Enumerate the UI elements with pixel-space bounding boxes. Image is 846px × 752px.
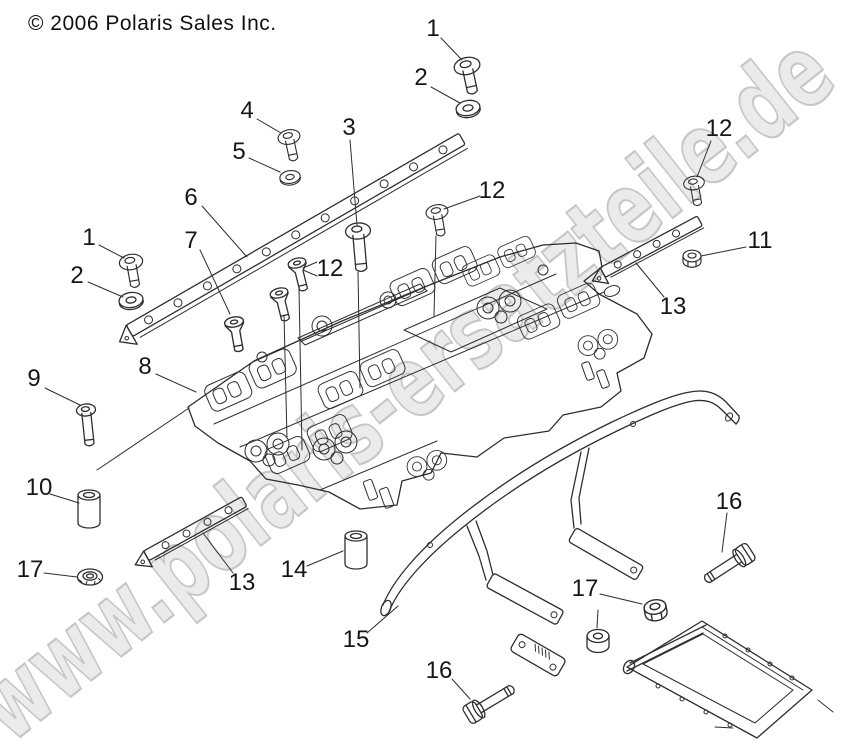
screw-12-b	[268, 285, 296, 324]
callout-9: 9	[27, 365, 41, 392]
spacer-14	[344, 530, 368, 570]
callout-1-left: 1	[82, 224, 96, 251]
bolt-1-left	[117, 251, 148, 290]
callout-7: 7	[184, 227, 198, 254]
copyright-text: © 2006 Polaris Sales Inc.	[28, 12, 277, 35]
callout-16-bottom: 16	[425, 657, 453, 684]
projection-lines	[96, 235, 437, 471]
spacer-10	[77, 489, 101, 529]
screw-7	[223, 314, 250, 354]
callout-12-left: 12	[316, 255, 344, 282]
callout-5: 5	[232, 138, 246, 165]
callout-2-top: 2	[414, 64, 428, 91]
callout-13-right: 13	[659, 293, 687, 320]
washer-5	[278, 168, 302, 187]
callout-2-left: 2	[70, 262, 84, 289]
washer-2-top	[454, 97, 483, 121]
bolt-1-top	[451, 54, 487, 98]
callout-12-right: 12	[705, 115, 733, 142]
nut-17-center	[642, 597, 669, 624]
callout-10: 10	[25, 474, 53, 501]
mounting-plate	[510, 633, 566, 677]
callout-3: 3	[342, 114, 356, 141]
callout-6: 6	[184, 184, 198, 211]
callout-11: 11	[747, 227, 773, 254]
callout-13-bottom: 13	[228, 569, 256, 596]
callout-4: 4	[240, 97, 254, 124]
screw-12-a	[286, 255, 314, 294]
callout-12-mid: 12	[478, 177, 506, 204]
rail-short-right	[591, 216, 705, 285]
callout-15: 15	[342, 626, 370, 653]
rail-short-left	[134, 496, 249, 568]
washer-2-left	[117, 290, 145, 312]
callout-8: 8	[138, 353, 152, 380]
nut-11	[682, 249, 702, 268]
callout-17-left: 17	[16, 556, 44, 583]
washer-17-center	[586, 628, 610, 654]
callout-16-right: 16	[715, 488, 743, 515]
hex-bolt-16-right	[699, 541, 758, 590]
rail-long	[118, 133, 469, 345]
rack-body	[187, 234, 653, 510]
bolt-3	[344, 221, 375, 274]
bolt-12-mid	[424, 202, 453, 239]
callout-17-center: 17	[571, 575, 599, 602]
cargo-frame	[622, 620, 834, 739]
leader-lines	[43, 37, 747, 700]
callout-14: 14	[280, 556, 308, 583]
hex-bolt-16-bottom	[460, 678, 520, 726]
support-bracket	[380, 390, 740, 625]
bolt-9	[75, 402, 100, 448]
callout-1-top: 1	[426, 15, 440, 42]
